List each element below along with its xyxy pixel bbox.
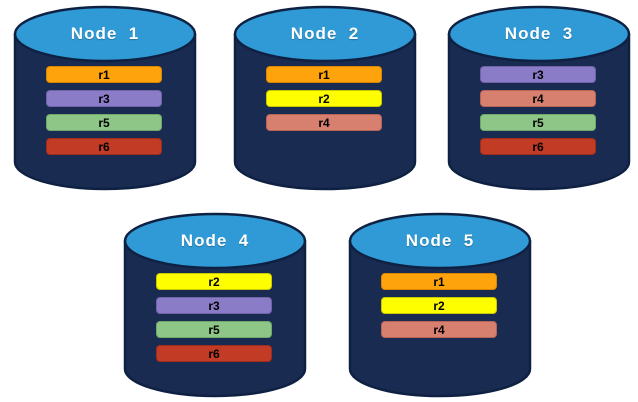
node-title: Node 3 bbox=[504, 24, 574, 43]
node-5-cylinder: Node 5 r1 r2 r4 bbox=[348, 211, 532, 399]
node-title: Node 4 bbox=[180, 231, 250, 250]
replica-bar-r3: r3 bbox=[156, 297, 272, 314]
replica-bar-r2: r2 bbox=[266, 90, 382, 107]
node-3-cylinder: Node 3 r3 r4 r5 r6 bbox=[447, 4, 631, 192]
cylinder-top bbox=[13, 5, 197, 63]
replica-list: r3 r4 r5 r6 bbox=[480, 66, 596, 162]
replica-bar-r4: r4 bbox=[480, 90, 596, 107]
node-title: Node 1 bbox=[70, 24, 140, 43]
replica-bar-r1: r1 bbox=[381, 273, 497, 290]
replica-list: r1 r3 r5 r6 bbox=[46, 66, 162, 162]
node-4-cylinder: Node 4 r2 r3 r5 r6 bbox=[123, 211, 307, 399]
replica-bar-r6: r6 bbox=[156, 345, 272, 362]
replica-bar-r6: r6 bbox=[46, 138, 162, 155]
replica-bar-r2: r2 bbox=[381, 297, 497, 314]
replica-bar-r1: r1 bbox=[266, 66, 382, 83]
cylinder-top bbox=[447, 5, 631, 63]
replica-bar-r6: r6 bbox=[480, 138, 596, 155]
replica-bar-r4: r4 bbox=[381, 321, 497, 338]
node-title: Node 5 bbox=[405, 231, 475, 250]
replica-bar-r5: r5 bbox=[480, 114, 596, 131]
replica-bar-r3: r3 bbox=[480, 66, 596, 83]
replica-list: r2 r3 r5 r6 bbox=[156, 273, 272, 369]
cylinder-top bbox=[233, 5, 417, 63]
replica-bar-r4: r4 bbox=[266, 114, 382, 131]
replica-bar-r3: r3 bbox=[46, 90, 162, 107]
replica-bar-r5: r5 bbox=[156, 321, 272, 338]
replica-bar-r2: r2 bbox=[156, 273, 272, 290]
replica-list: r1 r2 r4 bbox=[381, 273, 497, 345]
cylinder-top bbox=[123, 212, 307, 270]
replica-bar-r1: r1 bbox=[46, 66, 162, 83]
node-2-cylinder: Node 2 r1 r2 r4 bbox=[233, 4, 417, 192]
cylinder-top bbox=[348, 212, 532, 270]
node-1-cylinder: Node 1 r1 r3 r5 r6 bbox=[13, 4, 197, 192]
replica-bar-r5: r5 bbox=[46, 114, 162, 131]
node-title: Node 2 bbox=[290, 24, 360, 43]
replica-list: r1 r2 r4 bbox=[266, 66, 382, 138]
